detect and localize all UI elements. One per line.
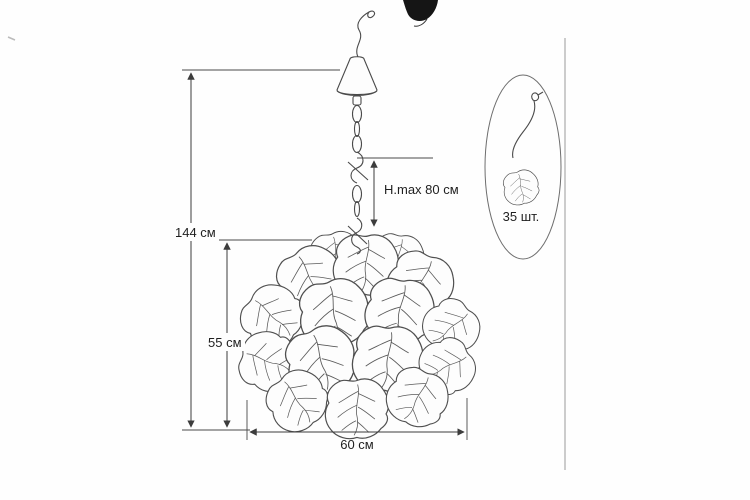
label-pieces-count: 35 шт. xyxy=(503,209,540,224)
ink-blot-artifact xyxy=(403,0,438,21)
hook-clasp xyxy=(347,161,369,181)
hook-clasp xyxy=(347,225,368,245)
cord-hook-loop xyxy=(367,10,376,19)
shade-leaf-cluster xyxy=(229,227,490,442)
chain-s-hook xyxy=(350,151,364,184)
label-bg-55 xyxy=(203,333,245,351)
detail-leaf xyxy=(501,167,542,208)
label-shade-height: 55 см xyxy=(208,335,242,350)
dimension-labels: 144 см 55 см 60 см H.max 80 см xyxy=(170,182,459,452)
label-hmax: H.max 80 см xyxy=(384,182,459,197)
ink-blot-tail xyxy=(413,18,428,27)
detail-wire-barb xyxy=(537,91,544,96)
dim-width xyxy=(246,398,468,440)
label-shade-width: 60 см xyxy=(340,437,374,452)
dim-total-height xyxy=(182,69,340,431)
chain-link xyxy=(351,134,363,154)
chain-link xyxy=(353,200,361,218)
detail-inset-ellipse xyxy=(484,74,562,260)
detail-wire xyxy=(512,100,536,159)
dim-hmax xyxy=(357,157,433,227)
chain-link xyxy=(351,184,363,204)
label-bg-144 xyxy=(170,223,218,241)
chain-lower-hook xyxy=(351,217,363,255)
chain-link xyxy=(353,120,361,138)
suspension-assembly xyxy=(336,10,378,255)
chain-link xyxy=(351,104,363,124)
label-total-height: 144 см xyxy=(175,225,216,240)
detail-wire-hook xyxy=(531,92,540,102)
ceiling-cord xyxy=(356,11,370,58)
cup-neck xyxy=(352,95,362,106)
ceiling-cup xyxy=(336,56,378,96)
corner-scan-mark xyxy=(7,36,16,41)
detail-inset: 35 шт. xyxy=(484,74,562,260)
